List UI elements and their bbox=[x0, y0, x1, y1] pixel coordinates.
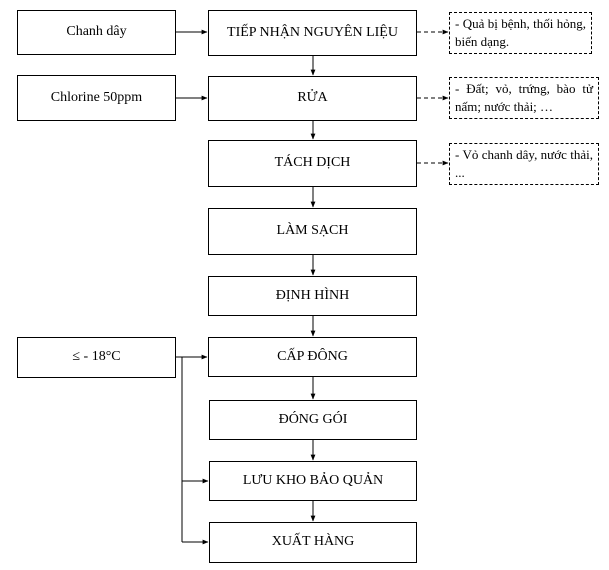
step-wash: RỬA bbox=[208, 76, 417, 121]
input-passion-fruit: Chanh dây bbox=[17, 10, 176, 55]
waste-receive: - Quả bị bệnh, thối hỏng, biến dạng. bbox=[449, 12, 592, 54]
step-extract: TÁCH DỊCH bbox=[208, 140, 417, 187]
step-pack: ĐÓNG GÓI bbox=[209, 400, 417, 440]
step-freeze: CẤP ĐÔNG bbox=[208, 337, 417, 377]
input-temperature: ≤ - 18°C bbox=[17, 337, 176, 378]
step-shape: ĐỊNH HÌNH bbox=[208, 276, 417, 316]
step-ship: XUẤT HÀNG bbox=[209, 522, 417, 563]
waste-extract: - Vỏ chanh dây, nước thải, ... bbox=[449, 143, 599, 185]
step-store: LƯU KHO BẢO QUẢN bbox=[209, 461, 417, 501]
waste-wash: - Đất; vỏ, trứng, bào tử nấm; nước thải;… bbox=[449, 77, 599, 119]
step-clean: LÀM SẠCH bbox=[208, 208, 417, 255]
step-receive: TIẾP NHẬN NGUYÊN LIỆU bbox=[208, 10, 417, 56]
input-chlorine: Chlorine 50ppm bbox=[17, 75, 176, 121]
